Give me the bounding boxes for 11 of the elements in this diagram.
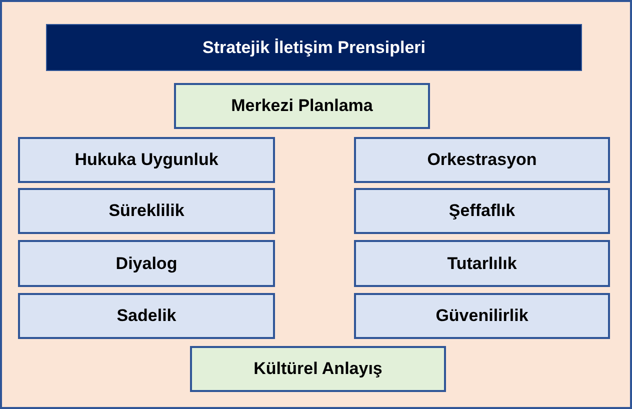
principle-box: Diyalog	[18, 240, 275, 287]
principle-box: Güvenilirlik	[354, 293, 610, 339]
principle-box: Tutarlılık	[354, 240, 610, 287]
principle-box: Hukuka Uygunluk	[18, 137, 275, 183]
principle-box: Şeffaflık	[354, 188, 610, 234]
principle-box: Kültürel Anlayış	[190, 346, 446, 392]
principle-box: Orkestrasyon	[354, 137, 610, 183]
principle-box: Süreklilik	[18, 188, 275, 234]
principle-box: Sadelik	[18, 293, 275, 339]
principle-box: Merkezi Planlama	[174, 83, 430, 129]
title-banner: Stratejik İletişim Prensipleri	[46, 24, 582, 71]
